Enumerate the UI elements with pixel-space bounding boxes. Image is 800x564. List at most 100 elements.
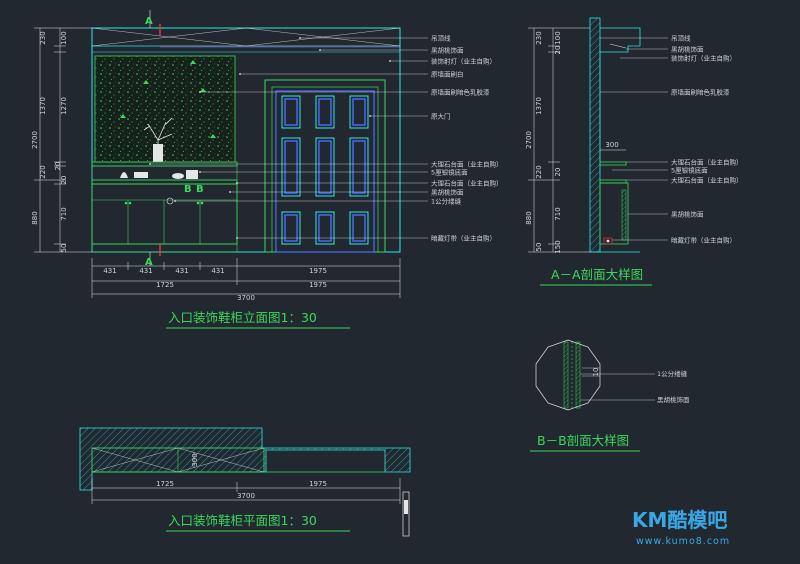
dim-50: 50 [60, 244, 68, 253]
elevation-horizontal-dim-text: 431 431 431 431 1975 1725 1975 3700 [103, 267, 327, 302]
dim-230: 230 [39, 31, 47, 44]
elevation-callout-12: 暗藏灯带（业主自购） [431, 234, 496, 243]
bb-panel-left [563, 341, 569, 409]
dim-1725: 1725 [156, 281, 174, 289]
section-aa-callout-1: 吊顶线 [671, 34, 691, 43]
dim-100: 100 [60, 31, 68, 44]
watermark-brand: KM酷模吧 [632, 508, 727, 532]
elevation-callout-10: 黑胡桃饰面 [431, 188, 464, 197]
aa-counter-top [599, 161, 627, 166]
section-aa-callout-3: 装饰射灯（业主自购） [671, 54, 736, 63]
aa-dim-1370: 1370 [535, 97, 543, 115]
dim-3700: 3700 [237, 294, 255, 302]
bb-detail-circle [535, 339, 601, 411]
dim-220: 220 [39, 165, 47, 178]
section-b-circle [166, 197, 174, 205]
aa-ceiling-profile [600, 27, 641, 53]
section-aa-callout-labels: 吊顶线黑胡桃饰面装饰射灯（业主自购）原墙面刷暗色乳胶漆大理石台面（业主自购）5厘… [671, 34, 743, 245]
bb-callout-gap: 1公分缕缝 [657, 369, 688, 378]
section-aa-callout-2: 黑胡桃饰面 [671, 45, 704, 54]
dim-1270: 1270 [60, 97, 68, 115]
aa-counter-lower [599, 179, 627, 184]
section-bb-view: 10 1公分缕缝 黑胡桃饰面 [535, 339, 690, 411]
marker-a-bottom: A [145, 257, 153, 268]
dim-710: 710 [60, 207, 68, 220]
door-panel [315, 137, 335, 197]
section-aa-leader-lines [600, 37, 668, 241]
elevation-callout-7: 大理石台面（业主自购） [431, 160, 503, 169]
marker-b-right: B [196, 184, 204, 195]
elevation-callout-3: 装饰射灯（业主自购） [431, 57, 496, 66]
door-panel [349, 211, 369, 245]
elevation-callout-1: 吊顶线 [431, 34, 451, 43]
elevation-leader-lines [149, 37, 428, 239]
aa-dim-220: 220 [535, 165, 543, 178]
elevation-callout-8: 5厘银镜底面 [431, 168, 468, 177]
elevation-view [91, 27, 401, 253]
plan-dimensions [91, 478, 401, 504]
aa-dim-20-top: 20 [554, 46, 562, 55]
dim-20b: 20 [60, 176, 68, 185]
door-panel [349, 137, 369, 197]
aa-plinth [603, 237, 613, 245]
decor-plant-sketch [143, 117, 173, 162]
door-panel [315, 211, 335, 245]
door-frame-outer [264, 79, 386, 253]
plan-door-leaf [402, 491, 410, 537]
bb-dim-10: 10 [592, 368, 600, 377]
bb-panel-right [575, 341, 581, 409]
cabinet-knobs [124, 201, 204, 205]
aa-cabinet [599, 182, 629, 245]
plan-dim-1975: 1975 [309, 480, 327, 488]
section-aa-callout-8: 黑胡桃饰面 [671, 210, 704, 219]
ceiling-diagonals [91, 27, 401, 47]
dim-1975: 1975 [309, 281, 327, 289]
watermark-url: www.kumo8.com [636, 536, 730, 547]
cabinet-plinth [91, 243, 238, 253]
elevation-title: 入口装饰鞋柜立面图1：30 [168, 310, 317, 325]
shoe-cabinet-body [91, 183, 238, 245]
dim-431-3: 431 [175, 267, 188, 275]
bb-callout-walnut: 黑胡桃饰面 [657, 395, 690, 404]
aa-dim-300: 300 [605, 141, 618, 149]
dim-431-2: 431 [139, 267, 152, 275]
door-panels [281, 95, 369, 245]
dim-431-1: 431 [103, 267, 116, 275]
aa-dim-230: 230 [535, 31, 543, 44]
door-leaf [275, 90, 375, 253]
section-aa-callout-5: 大理石台面（业主自购） [671, 158, 743, 167]
plan-wall-hatch [79, 427, 411, 491]
elevation-callout-2: 黑胡桃饰面 [431, 46, 464, 55]
aa-dim-150: 150 [554, 240, 562, 253]
elevation-callout-4: 原墙面刷白 [431, 70, 464, 79]
door-panel [349, 95, 369, 129]
section-aa-title: A－A剖面大样图 [551, 267, 643, 282]
elevation-callout-6: 原大门 [431, 112, 451, 121]
elevation-vertical-dimensions [34, 27, 92, 253]
aa-dim-100: 100 [554, 31, 562, 44]
elevation-callout-5: 原墙面刷暗色乳胶漆 [431, 88, 490, 97]
door-panel [281, 137, 301, 197]
door-panel [315, 95, 335, 129]
elevation-vertical-dim-text: 2700 880 230 100 1370 1270 220 20 20 710… [31, 31, 68, 252]
marker-b-left: B [184, 184, 192, 195]
door-panel [281, 95, 301, 129]
elevation-callout-9: 大理石台面（业主自购） [431, 179, 503, 188]
section-aa-callout-7: 大理石台面（业主自购） [671, 176, 743, 185]
aa-ceiling-detail [609, 43, 627, 49]
watermark: KM酷模吧 www.kumo8.com [632, 508, 730, 547]
dim-2700: 2700 [31, 131, 39, 149]
elevation-callout-labels: 吊顶线黑胡桃饰面装饰射灯（业主自购）原墙面刷白原墙面刷暗色乳胶漆原大门大理石台面… [431, 34, 503, 243]
aa-dim-50: 50 [535, 243, 543, 252]
decorative-wall-panel [94, 55, 236, 163]
aa-dim-880: 880 [525, 211, 533, 224]
aa-dim-20: 20 [554, 168, 562, 177]
section-markers: A A B B [145, 10, 204, 268]
aa-wall-hatch [589, 17, 601, 253]
plan-dim-300: 300 [191, 453, 199, 466]
section-aa-dim-text: 2700 880 230 100 20 1370 220 20 710 50 1… [525, 31, 619, 253]
aa-dim-2700: 2700 [525, 131, 533, 149]
section-aa-dimensions [528, 27, 626, 253]
aa-dim-710: 710 [554, 207, 562, 220]
